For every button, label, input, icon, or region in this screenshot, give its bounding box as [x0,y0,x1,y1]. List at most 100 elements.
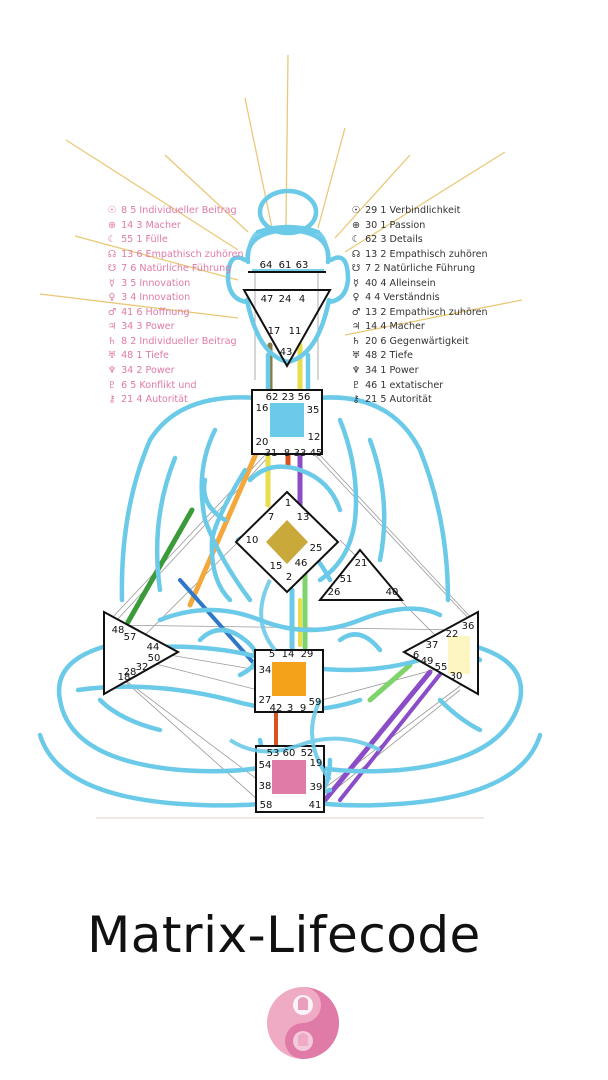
gate-number: 2 [286,572,292,583]
gate-number: 21 [355,558,368,569]
gate-number: 23 [282,392,295,403]
gate-number: 42 [270,703,283,714]
line-value: 1 [380,205,387,216]
keyword-value: Individueller Beitrag [139,335,237,347]
gate-value: 30 [365,219,378,231]
planet-row: ♄ 20 6 Gegenwärtigkeit [350,335,488,350]
planet-row: ♀ 4 4 Verständnis [350,291,488,306]
planet-row: ☋ 7 2 Natürliche Führung [350,262,488,277]
keyword-value: Alleinsein [389,277,436,289]
gate-value: 14 [365,321,378,333]
planet-row: ☊ 13 6 Empathisch zuhören [106,248,244,263]
planet-row: ☋ 7 6 Natürliche Führung [106,262,244,277]
planet-row: ☊ 13 2 Empathisch zuhören [350,248,488,263]
gate-number: 9 [300,703,306,714]
gate-value: 13 [365,248,378,260]
throat-fill [270,403,304,437]
spleen-center [103,610,181,696]
gate-value: 21 [365,394,378,406]
planet-symbol-icon: ⊕ [107,219,117,231]
gate-number: 26 [328,587,341,598]
line-value: 3 [380,234,387,246]
line-value: 4 [130,292,137,304]
gate-number: 8 [284,448,290,459]
line-value: 2 [380,350,387,362]
gate-value: 55 [121,234,134,246]
planet-row: ♃ 14 4 Macher [350,320,488,335]
gate-value: 34 [121,365,134,377]
planet-row: ⚷ 21 4 Autorität [106,393,244,408]
design-planet-list: ☉ 29 1 Verbindlichkeit⊕ 30 1 Passion☾ 62… [350,204,488,408]
gate-value: 20 [365,335,378,347]
planet-row: ♂ 41 6 Hoffnung [106,306,244,321]
gate-value: 48 [121,350,134,362]
line-value: 5 [380,394,387,406]
heart-center [317,548,405,601]
gate-value: 34 [365,365,378,377]
planet-row: ♇ 46 1 extatischer [350,379,488,394]
gate-number: 49 [421,656,434,667]
gate-number: 5 [269,649,275,660]
gate-number: 61 [279,260,292,271]
gate-number: 57 [124,632,137,643]
gate-number: 25 [310,543,323,554]
keyword-value: Power [389,365,419,377]
keyword-value: Empathisch zuhören [389,306,488,318]
planet-symbol-icon: ☿ [109,277,115,289]
planet-symbol-icon: ♅ [107,350,117,362]
line-value: 4 [380,321,387,333]
gate-number: 60 [283,748,296,759]
line-value: 1 [380,365,387,377]
gate-value: 8 [121,335,128,347]
planet-row: ☿ 3 5 Innovation [106,277,244,292]
planet-symbol-icon: ♄ [107,335,117,347]
gate-number: 4 [299,294,305,305]
line-value: 4 [136,394,143,406]
planet-row: ☉ 8 5 Individueller Beitrag [106,204,244,219]
gate-value: 4 [365,292,372,304]
keyword-value: extatischer [389,379,444,391]
line-value: 2 [380,306,387,318]
gate-number: 50 [148,653,161,664]
planet-row: ♆ 34 2 Power [106,364,244,379]
logo [267,987,339,1059]
planet-row: ⊕ 14 3 Macher [106,219,244,234]
gate-value: 13 [365,306,378,318]
line-value: 3 [136,219,143,231]
planet-symbol-icon: ♂ [351,306,361,318]
line-value: 6 [136,248,143,260]
planet-symbol-icon: ♂ [107,306,117,318]
keyword-value: Gegenwärtigkeit [389,335,469,347]
keyword-value: Tiefe [389,350,413,362]
gate-value: 6 [121,379,128,391]
gate-value: 3 [121,292,128,304]
gate-number: 44 [147,642,160,653]
gate-number: 34 [259,665,272,676]
line-value: 2 [380,248,387,260]
planet-symbol-icon: ☊ [351,248,361,260]
planet-symbol-icon: ☋ [107,263,117,275]
planet-symbol-icon: ♃ [351,321,361,333]
gate-number: 15 [270,561,283,572]
ajna-center [242,289,332,369]
g-fill [266,520,308,564]
line-value: 2 [374,263,381,275]
planet-row: ⊕ 30 1 Passion [350,219,488,234]
keyword-value: Empathisch zuhören [389,248,488,260]
root-fill [272,760,306,794]
line-value: 2 [136,365,143,377]
gate-number: 7 [268,512,274,523]
line-value: 1 [136,350,143,362]
planet-row: ♅ 48 1 Tiefe [106,349,244,364]
line-value: 1 [380,379,387,391]
personality-planet-list: ☉ 8 5 Individueller Beitrag⊕ 14 3 Macher… [106,204,244,408]
gate-value: 34 [121,321,134,333]
figure-overlay [228,230,381,782]
keyword-value: Fülle [145,234,168,246]
planet-symbol-icon: ☾ [107,234,117,246]
gate-value: 48 [365,350,378,362]
planet-row: ♃ 34 3 Power [106,320,244,335]
gate-number: 27 [259,695,272,706]
keyword-value: Empathisch zuhören [145,248,244,260]
